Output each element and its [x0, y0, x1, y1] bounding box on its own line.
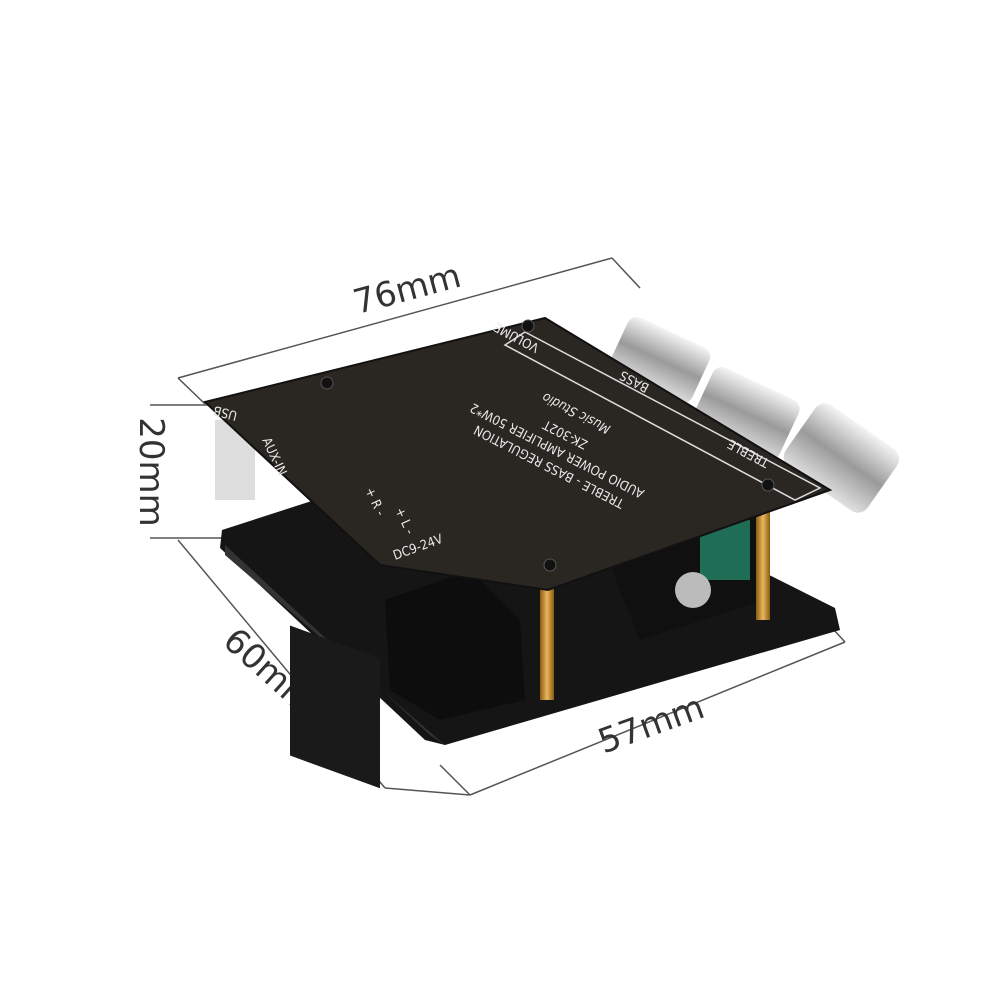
dc-jack [385, 570, 525, 720]
dimension-width: 57mm [593, 687, 710, 762]
speaker-terminal [290, 625, 380, 789]
standoff [756, 495, 770, 620]
standoff [540, 575, 554, 700]
knob-treble[interactable] [779, 399, 904, 518]
dimension-length: 76mm [349, 256, 465, 323]
screws [320, 319, 775, 572]
knob-volume[interactable] [607, 314, 714, 406]
dimension-height: 20mm [131, 417, 171, 527]
top-plate [202, 316, 833, 592]
capacitor [675, 572, 711, 608]
label-usb: USB [212, 402, 239, 423]
